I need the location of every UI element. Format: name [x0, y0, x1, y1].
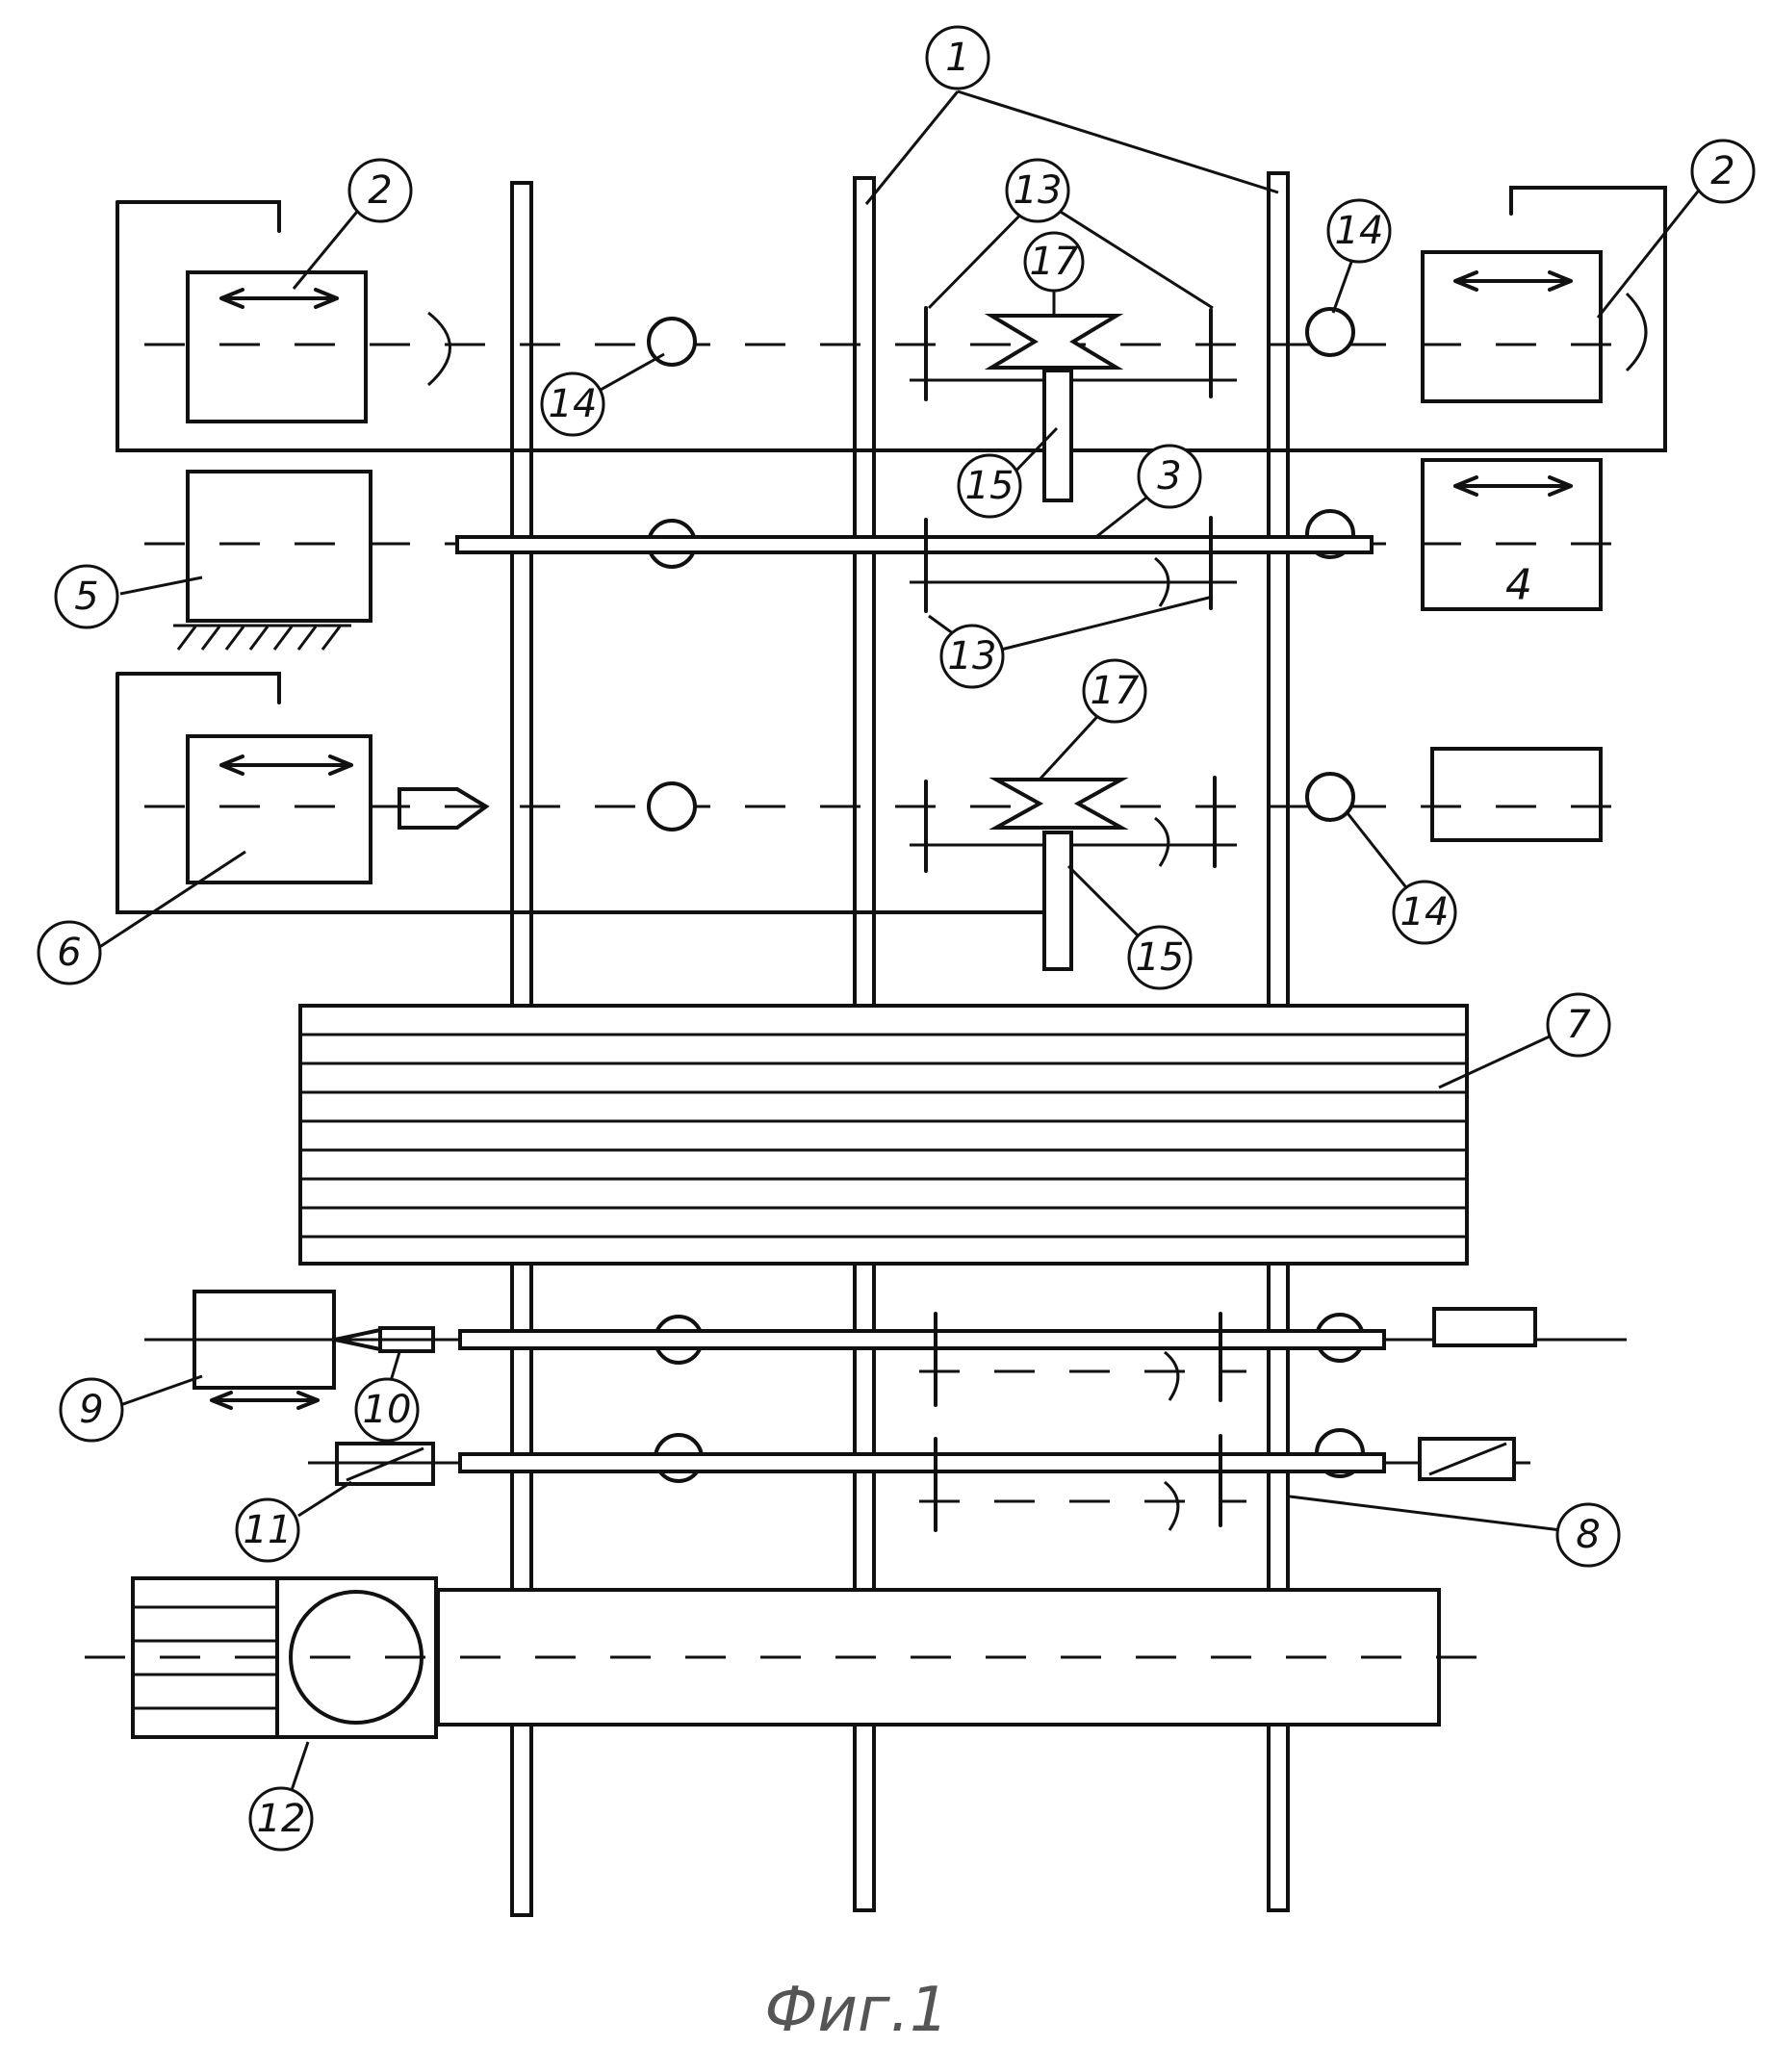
rotation-arrow-icon [428, 313, 450, 385]
roller [649, 783, 695, 830]
unit-2-left [188, 272, 366, 422]
label-1: 1 [945, 36, 969, 80]
shaft-3 [457, 537, 1372, 552]
label-9: 9 [79, 1388, 103, 1432]
stack-body [300, 1006, 1467, 1264]
clutch-17 [991, 316, 1117, 368]
rotation-arrow-icon [1627, 294, 1646, 371]
label-11: 11 [244, 1508, 293, 1552]
roller-14 [1307, 309, 1353, 355]
actuator-15 [1044, 832, 1071, 969]
label-10: 10 [363, 1388, 412, 1432]
row-middle-shaft [144, 460, 1636, 650]
unit-right-lower [1432, 749, 1601, 840]
label-13-top: 13 [1014, 168, 1063, 213]
control-loop-6 [117, 674, 279, 703]
label-15-bottom: 15 [1136, 935, 1185, 980]
shaft [460, 1331, 1384, 1348]
label-14-left: 14 [549, 382, 598, 426]
row-upper-drive [117, 188, 1665, 500]
unit-6 [188, 736, 371, 883]
label-12: 12 [257, 1797, 306, 1841]
label-4: 4 [1505, 561, 1532, 610]
ground-hatch [173, 626, 351, 650]
tool-tip [399, 789, 486, 828]
shaft [460, 1454, 1384, 1471]
label-15-top: 15 [965, 464, 1014, 508]
unit-2-right [1423, 252, 1601, 401]
row-12 [85, 1578, 1487, 1737]
roller-14 [1307, 774, 1353, 820]
stack-7 [300, 1006, 1467, 1264]
unit-5 [188, 472, 371, 621]
rotation-arrow-icon [1165, 1352, 1178, 1400]
double-arrow-icon [212, 1393, 318, 1408]
rotation-arrow-icon [1165, 1482, 1178, 1530]
row-11 [308, 1430, 1530, 1530]
label-13-bottom: 13 [948, 634, 997, 678]
label-2-right: 2 [1710, 149, 1734, 193]
label-7: 7 [1566, 1003, 1591, 1047]
label-8: 8 [1576, 1513, 1600, 1557]
label-3: 3 [1157, 454, 1181, 499]
label-5: 5 [74, 575, 98, 619]
label-17-bottom: 17 [1091, 669, 1140, 713]
label-17-top: 17 [1030, 240, 1079, 284]
clutch-17 [996, 780, 1121, 828]
label-14-right-top: 14 [1335, 209, 1384, 253]
figure-caption: Фиг.1 [764, 1975, 948, 2046]
label-2-left: 2 [368, 168, 392, 213]
unit-right-4 [1434, 1309, 1535, 1345]
rotation-arrow-icon [1155, 818, 1168, 866]
control-loop-left [117, 202, 279, 231]
label-14-right-bottom: 14 [1400, 890, 1450, 934]
label-6: 6 [57, 931, 81, 975]
